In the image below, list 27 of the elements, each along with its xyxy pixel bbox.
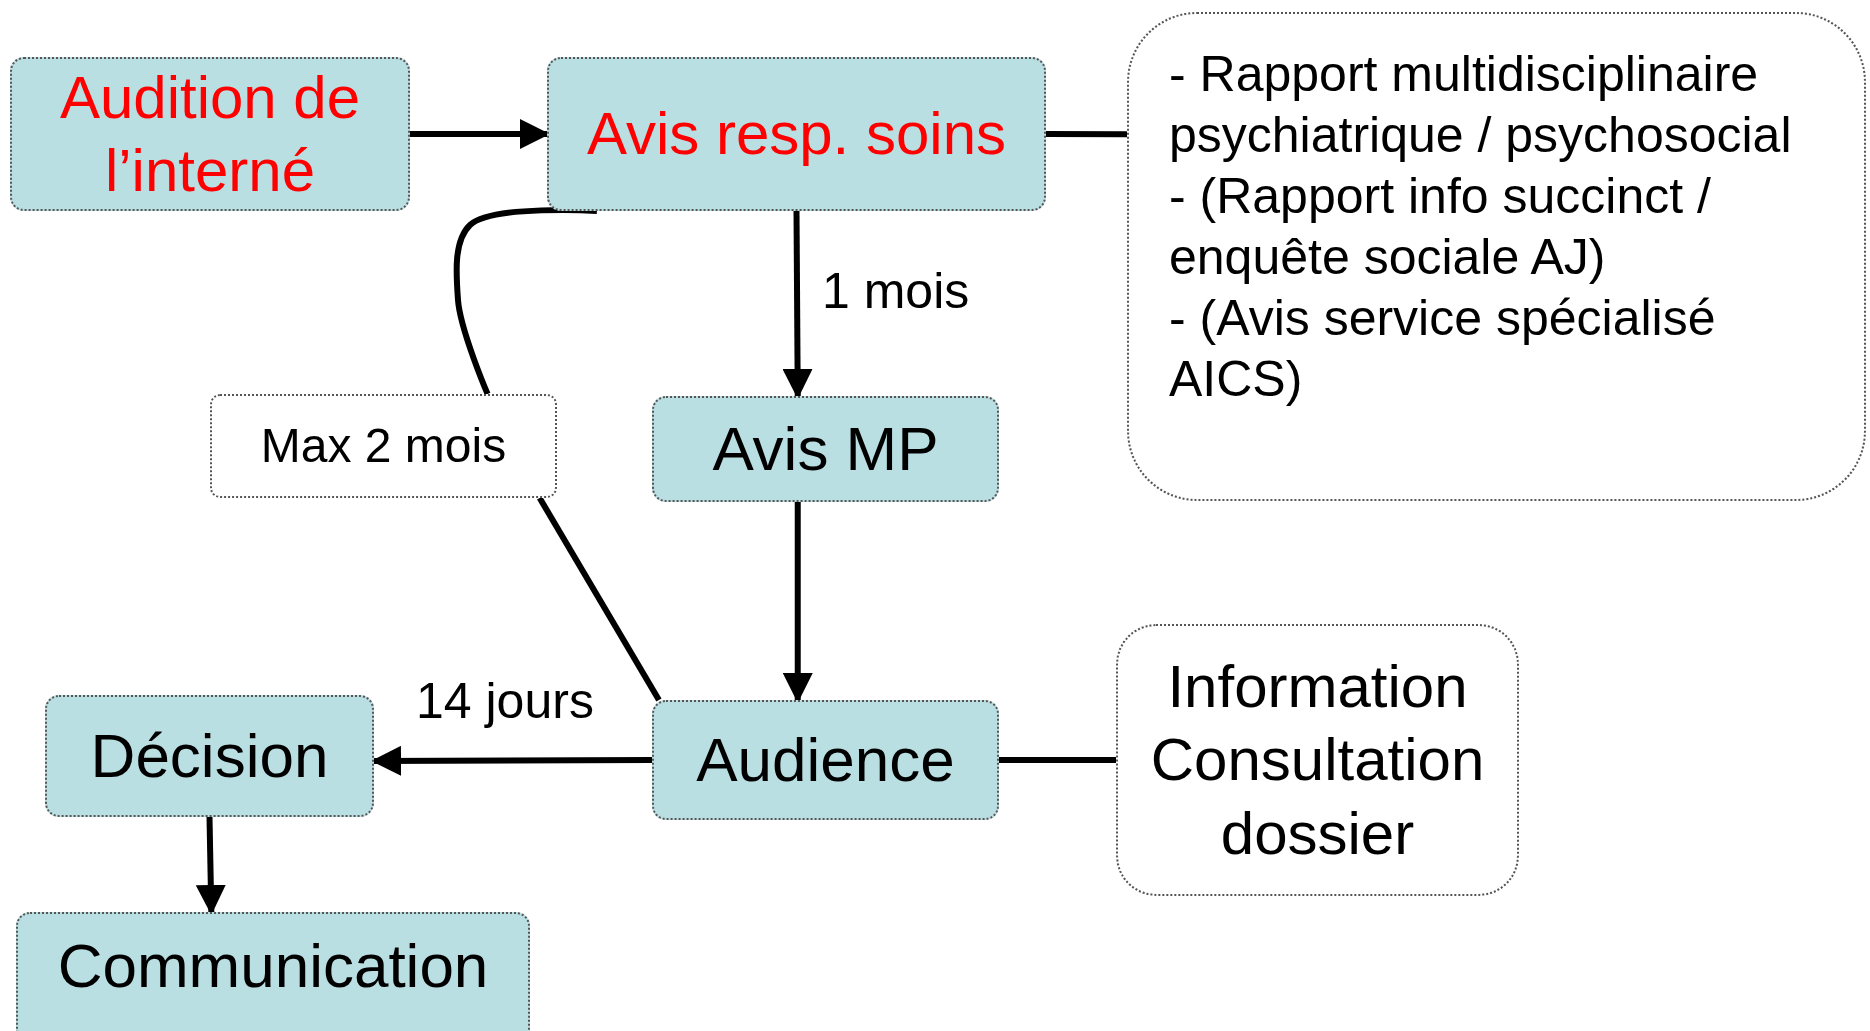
process-box xyxy=(547,57,1046,211)
arrow xyxy=(782,210,813,399)
process-box xyxy=(45,695,374,817)
node-label: Audience xyxy=(696,724,955,797)
list-item: - Rapport multidisciplinaire psychiatrique / psychosocial xyxy=(1169,45,1793,165)
node-label: Audition de l’interné xyxy=(58,62,362,206)
duration-box xyxy=(210,394,557,498)
connector-line xyxy=(999,757,1116,763)
process-box xyxy=(652,396,999,502)
process-box xyxy=(652,700,999,820)
node-label: Avis resp. soins xyxy=(586,99,1007,170)
list-item: - (Rapport info succinct / enquête sociale AJ) xyxy=(1169,167,1712,287)
node-label: Information Consultation dossier xyxy=(1149,652,1486,869)
connector-line xyxy=(1046,131,1127,138)
arrow xyxy=(195,816,226,915)
note-box xyxy=(1116,624,1519,896)
note-box xyxy=(1127,12,1866,501)
arrow xyxy=(782,502,813,703)
list-item: - (Avis service spécialisé AICS) xyxy=(1169,289,1717,409)
node-label: Avis MP xyxy=(712,413,939,486)
node-label: Communication xyxy=(57,930,489,1002)
connector-line xyxy=(453,207,598,396)
node-label: Décision xyxy=(90,720,329,793)
node-label: Max 2 mois xyxy=(260,417,507,474)
process-box xyxy=(10,57,410,211)
connector-line xyxy=(537,496,662,702)
process-box xyxy=(16,912,530,1031)
